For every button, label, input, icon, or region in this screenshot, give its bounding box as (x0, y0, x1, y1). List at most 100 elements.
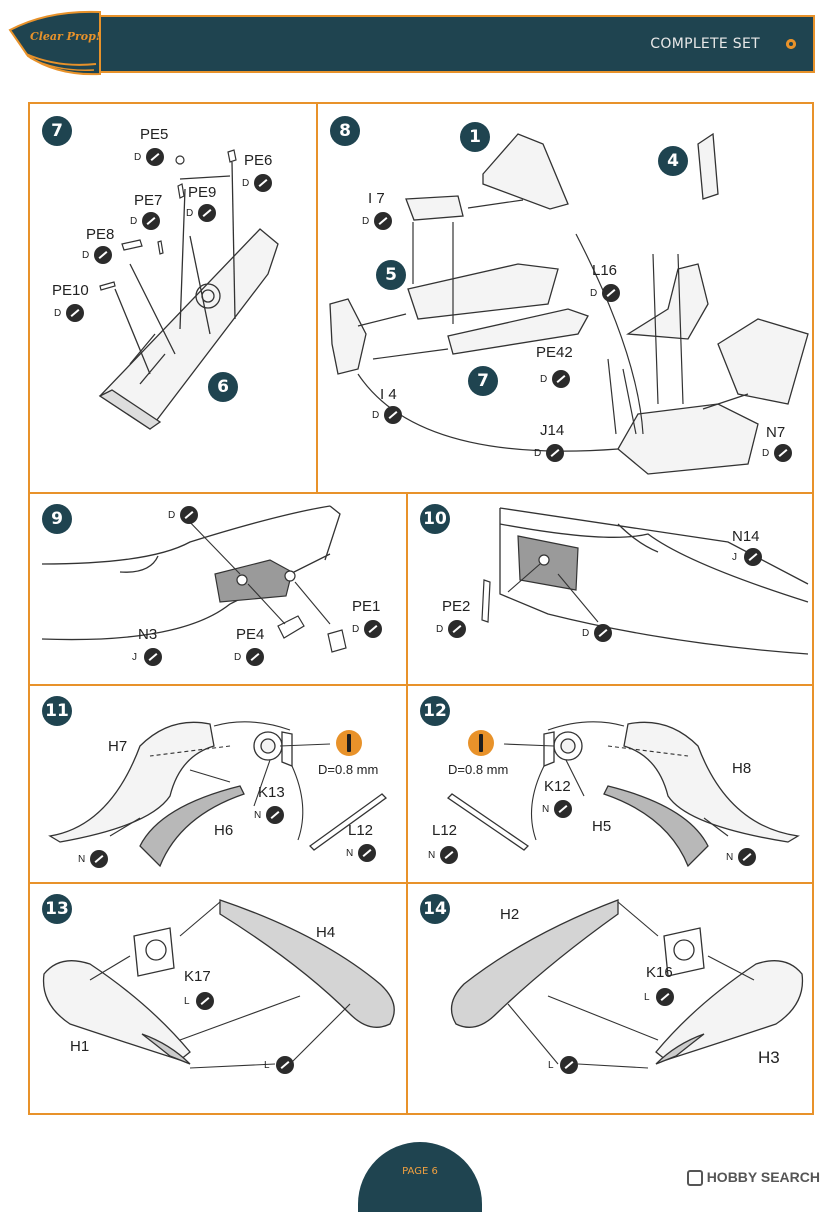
step-7-number: 7 (42, 116, 72, 146)
step-10-panel: 10 N14 J PE2 D D (406, 492, 814, 686)
sub-step-4-badge: 4 (658, 146, 688, 176)
part-label-n7: N7 (766, 424, 786, 441)
paint-code: L (184, 996, 190, 1007)
paint-drop-icon (276, 1056, 294, 1074)
step-12-diagram (446, 721, 800, 868)
part-label-pe4: PE4 (236, 626, 265, 643)
paint-code: D (762, 448, 770, 459)
paint-code: D (582, 628, 590, 639)
paint-drop-icon (774, 444, 792, 462)
sub-step-1-badge: 1 (460, 122, 490, 152)
step-8-panel: 8 1 4 5 7 I 7 D L16 D PE42 D I 4 D J14 D… (316, 102, 814, 494)
paint-drop-icon (554, 800, 572, 818)
part-label-l12: L12 (432, 822, 458, 839)
paint-drop-icon (94, 246, 112, 264)
paint-drop-icon (602, 284, 620, 302)
part-label-pe9: PE9 (188, 184, 217, 201)
step-10-diagram (481, 507, 809, 655)
part-label-k13: K13 (258, 784, 285, 801)
paint-code: L (548, 1060, 554, 1071)
step-11-number: 11 (42, 696, 72, 726)
paint-drop-icon (448, 620, 466, 638)
paint-code: D (372, 410, 380, 421)
drill-icon (336, 730, 362, 756)
sub-step-6-badge: 6 (208, 372, 238, 402)
instruction-grid: 7 6 PE5 D PE6 D PE7 D PE9 D PE8 D PE10 D (28, 102, 814, 1115)
paint-drop-icon (144, 648, 162, 666)
part-label-pe1: PE1 (352, 598, 381, 615)
step-8-diagram (329, 132, 809, 475)
step-8-number: 8 (330, 116, 360, 146)
step-11-panel: 11 D=0.8 mm H7 K13 N H6 L12 N N (28, 684, 408, 884)
paint-drop-icon (552, 370, 570, 388)
paint-code: D (362, 216, 370, 227)
paint-drop-icon (142, 212, 160, 230)
paint-code: D (242, 178, 250, 189)
paint-code: N (726, 852, 734, 863)
paint-code: D (590, 288, 598, 299)
paint-drop-icon (90, 850, 108, 868)
watermark-icon (686, 1170, 703, 1187)
paint-code: L (644, 992, 650, 1003)
part-label-pe2: PE2 (442, 598, 471, 615)
step-13-number: 13 (42, 894, 72, 924)
step-13-diagram (42, 899, 395, 1069)
paint-drop-icon (374, 212, 392, 230)
part-label-l12: L12 (348, 822, 374, 839)
part-label-pe5: PE5 (140, 126, 169, 143)
paint-code: D (186, 208, 194, 219)
paint-code: D (234, 652, 242, 663)
drill-icon (468, 730, 494, 756)
part-label-i7: I 7 (368, 190, 385, 207)
step-10-number: 10 (420, 504, 450, 534)
step-14-number: 14 (420, 894, 450, 924)
paint-drop-icon (560, 1056, 578, 1074)
part-label-k12: K12 (544, 778, 571, 795)
step-9-panel: 9 D PE1 D PE4 D N3 J (28, 492, 408, 686)
header-banner (8, 10, 815, 76)
paint-code: J (132, 652, 137, 663)
paint-code: N (254, 810, 262, 821)
paint-drop-icon (364, 620, 382, 638)
part-label-pe42: PE42 (536, 344, 573, 361)
paint-code: J (732, 552, 737, 563)
part-label-pe6: PE6 (244, 152, 273, 169)
step-13-panel: 13 H4 K17 L H1 L (28, 882, 408, 1115)
bullet-icon (786, 39, 796, 49)
paint-drop-icon (546, 444, 564, 462)
page-header: Clear Prop! COMPLETE SET (8, 10, 816, 76)
paint-code: D (82, 250, 90, 261)
paint-code: L (264, 1060, 270, 1071)
step-11-diagram (48, 721, 387, 868)
paint-drop-icon (358, 844, 376, 862)
paint-drop-icon (196, 992, 214, 1010)
step-12-panel: 12 D=0.8 mm H8 K12 N H5 L12 N N (406, 684, 814, 884)
part-label-i4: I 4 (380, 386, 397, 403)
drill-size-label: D=0.8 mm (318, 762, 379, 777)
paint-code: D (352, 624, 360, 635)
set-title: COMPLETE SET (650, 36, 760, 52)
paint-drop-icon (246, 648, 264, 666)
part-label-l16: L16 (592, 262, 618, 279)
paint-drop-icon (146, 148, 164, 166)
step-9-diagram (41, 505, 347, 653)
sub-step-5-badge: 5 (376, 260, 406, 290)
paint-code: N (542, 804, 550, 815)
paint-code: D (540, 374, 548, 385)
watermark: HOBBY SEARCH (686, 1169, 820, 1187)
part-label-h2: H2 (500, 906, 520, 923)
part-label-pe10: PE10 (52, 282, 89, 299)
paint-code: D (134, 152, 142, 163)
part-label-h7: H7 (108, 738, 128, 755)
part-label-pe7: PE7 (134, 192, 163, 209)
step-7-panel: 7 6 PE5 D PE6 D PE7 D PE9 D PE8 D PE10 D (28, 102, 318, 494)
step-14-diagram (450, 899, 804, 1069)
paint-drop-icon (440, 846, 458, 864)
part-label-n14: N14 (732, 528, 760, 545)
page-number: PAGE 6 (402, 1166, 438, 1177)
paint-drop-icon (180, 506, 198, 524)
step-12-number: 12 (420, 696, 450, 726)
paint-drop-icon (266, 806, 284, 824)
part-label-h5: H5 (592, 818, 612, 835)
paint-drop-icon (594, 624, 612, 642)
